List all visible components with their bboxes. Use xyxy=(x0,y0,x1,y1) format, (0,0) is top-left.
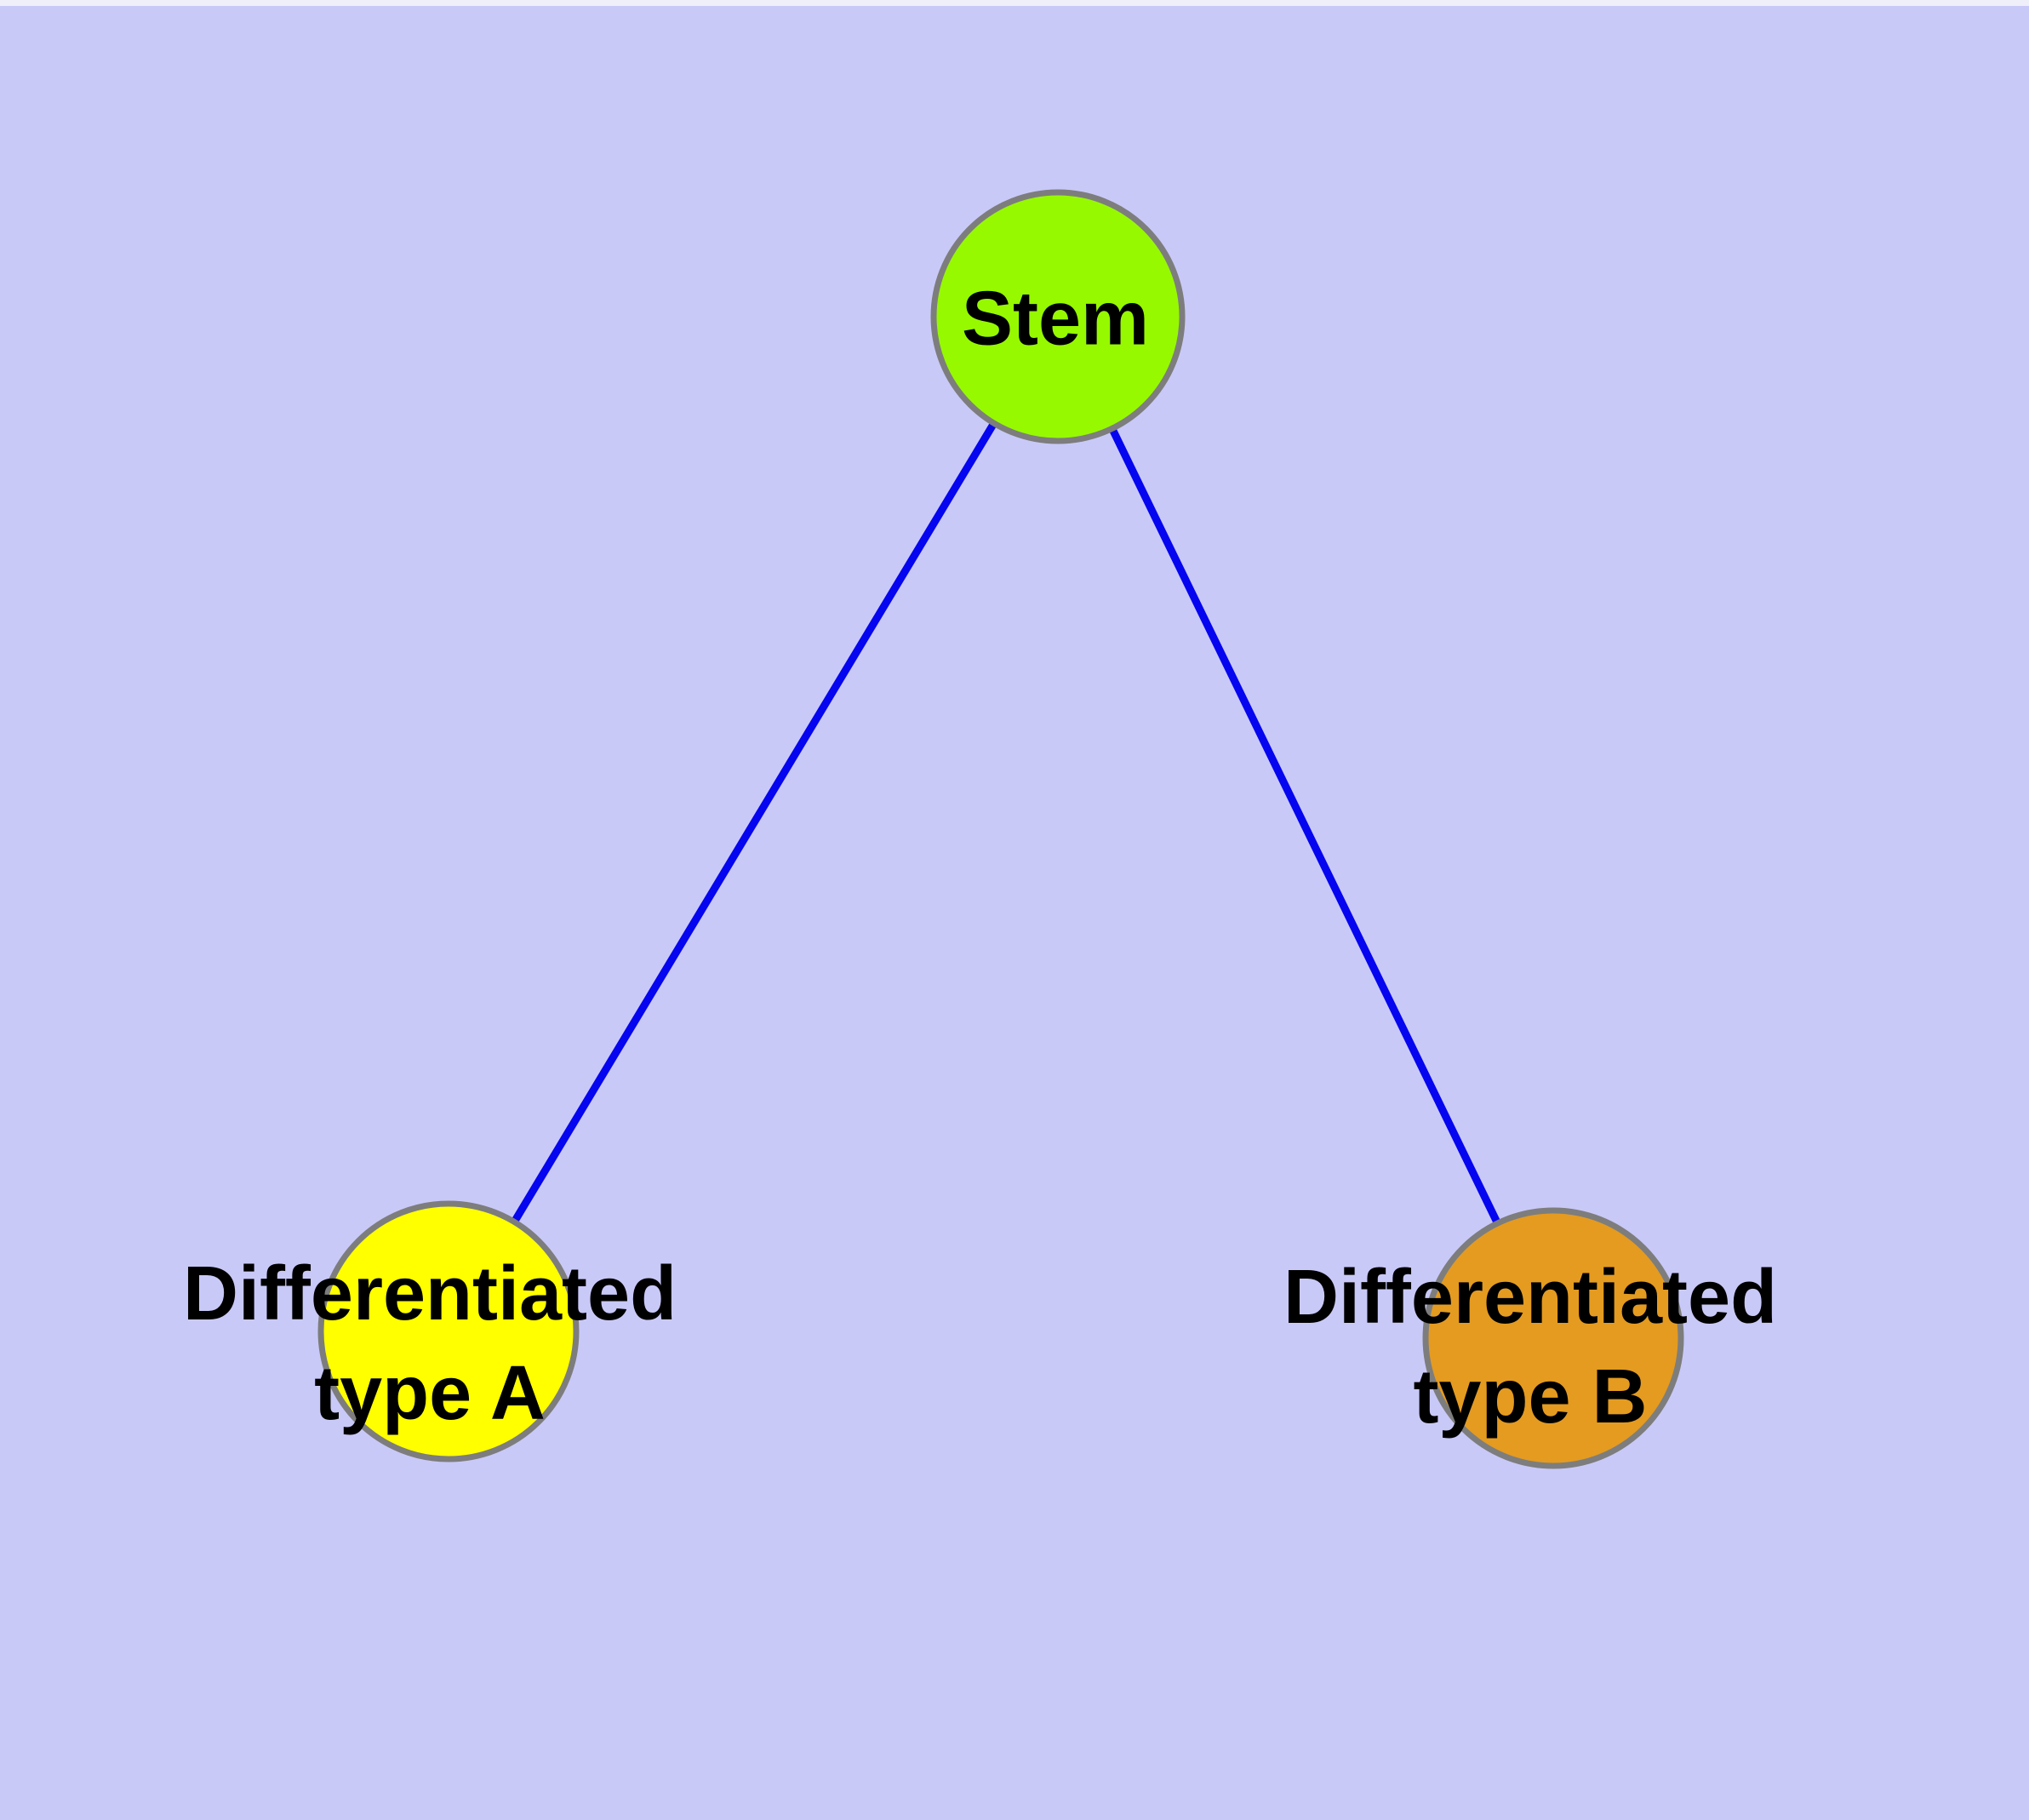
diagram-canvas: Stem Differentiated type A Differentiate… xyxy=(0,6,2029,1820)
node-differentiated-type-a-circle xyxy=(317,1200,580,1462)
node-differentiated-type-b-circle xyxy=(1422,1207,1684,1469)
edge-stem-to-type-b xyxy=(1054,315,1557,1340)
graph-svg xyxy=(317,189,1684,1469)
window-top-edge xyxy=(0,0,2029,6)
edge-stem-to-type-a xyxy=(445,314,1061,1334)
node-stem-circle xyxy=(930,189,1186,444)
